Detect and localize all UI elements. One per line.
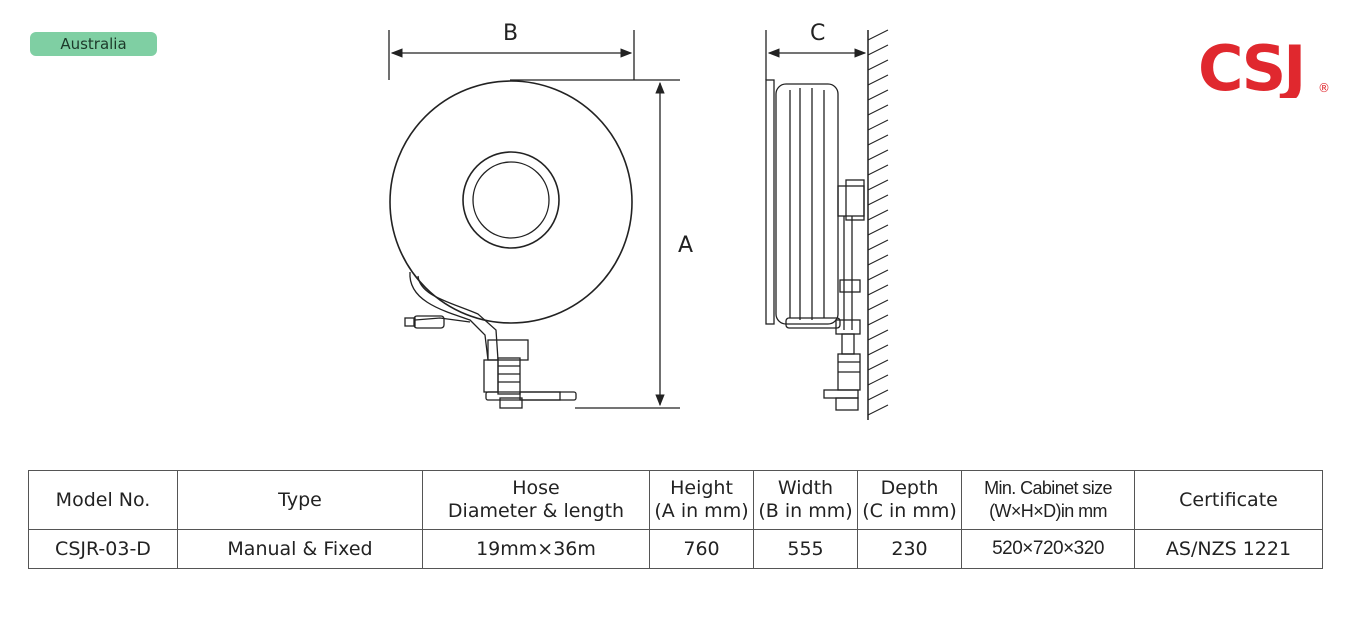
header-cabinet-line1: Min. Cabinet size [984,478,1112,498]
header-height-line2: (A in mm) [654,500,749,522]
brand-logo-text: CSJ [1198,32,1303,98]
front-view [388,30,680,409]
hose-reel-drawing: B A [388,21,889,420]
reel-hub-outer [462,151,560,249]
cell-hose: 19mm×36m [422,529,650,569]
header-width-line2: (B in mm) [758,500,853,522]
reel-drum [389,80,633,324]
cell-cabinet-size: 520×720×320 [961,529,1135,569]
dimension-a-label: A [678,233,693,258]
cell-model-no: CSJR-03-D [28,529,178,569]
region-badge: Australia [30,32,157,56]
csj-logo: CSJ ® [1198,32,1330,98]
header-model-no: Model No. [28,470,178,530]
header-height-line1: Height [670,477,733,499]
header-type-line1: Type [278,488,322,511]
reel-hub-inner [472,161,550,239]
header-hose-line2: Diameter & length [447,500,625,522]
header-height: Height(A in mm) [649,470,754,530]
header-depth: Depth(C in mm) [857,470,962,530]
table-row: CSJR-03-D Manual & Fixed 19mm×36m 760 55… [28,529,1323,569]
header-width: Width(B in mm) [753,470,858,530]
cell-type: Manual & Fixed [177,529,423,569]
cell-depth: 230 [857,529,962,569]
cell-width: 555 [753,529,858,569]
wall-hatching [867,29,889,416]
header-model-no-line1: Model No. [55,488,151,511]
cell-height: 760 [649,529,754,569]
header-cabinet-size: Min. Cabinet size (W×H×D)in mm [961,470,1135,530]
header-width-line1: Width [777,477,834,499]
header-type: Type [177,470,423,530]
dimension-c-label: C [810,21,825,46]
side-view [765,29,889,420]
header-cabinet-line2: (W×H×D)in mm [989,501,1107,521]
header-depth-line2: (C in mm) [862,500,957,522]
header-hose-line1: Hose [512,477,560,499]
cell-certificate: AS/NZS 1221 [1134,529,1323,569]
registered-mark: ® [1318,81,1330,95]
header-depth-line1: Depth [880,477,939,499]
header-certificate: Certificate [1134,470,1323,530]
header-certificate-line1: Certificate [1179,488,1278,511]
dimension-b-label: B [503,21,518,46]
